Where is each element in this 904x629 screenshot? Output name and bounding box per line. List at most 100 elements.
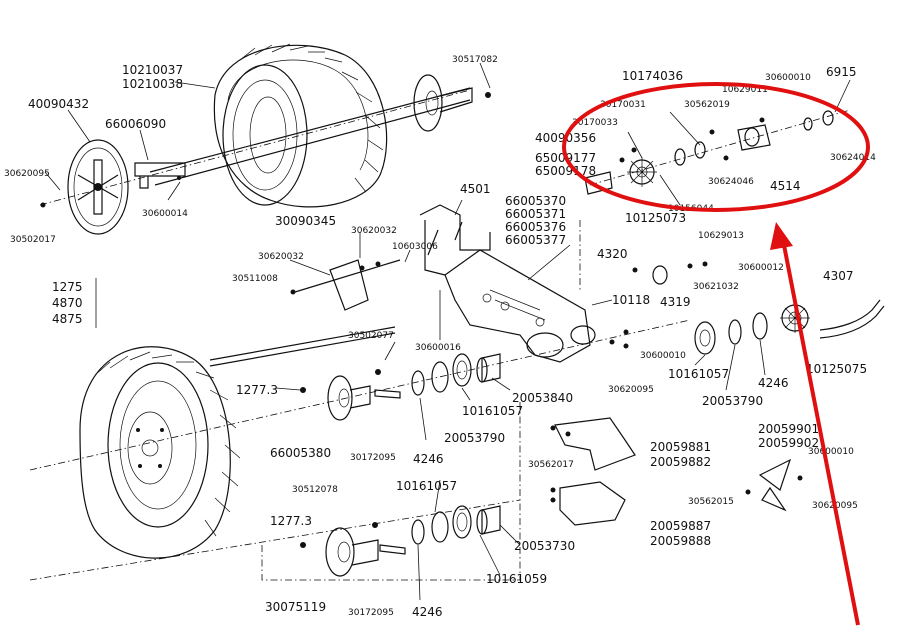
label-30600010-b: 30600010 bbox=[640, 351, 686, 361]
label-30621032: 30621032 bbox=[693, 282, 739, 292]
bracket-20059887 bbox=[550, 481, 626, 526]
label-4870: 4870 bbox=[52, 296, 83, 310]
axle-top bbox=[39, 87, 471, 208]
cover-30090345 bbox=[329, 259, 369, 311]
label-30620032: 30620032 bbox=[351, 226, 397, 236]
label-10118: 10118 bbox=[612, 293, 650, 307]
highlight-arrow bbox=[781, 239, 860, 626]
label-30502077: 30502077 bbox=[348, 331, 394, 341]
label-30562019: 30562019 bbox=[684, 100, 730, 110]
rod-30502077 bbox=[209, 326, 396, 367]
label-10210037: 10210037 bbox=[122, 63, 183, 77]
label-20059888: 20059888 bbox=[650, 534, 711, 548]
label-30090345: 30090345 bbox=[275, 214, 336, 228]
label-20053730: 20053730 bbox=[514, 539, 575, 553]
dash-frame-lines bbox=[261, 220, 581, 581]
label-20059902: 20059902 bbox=[758, 436, 819, 450]
assembly-gearbox bbox=[584, 109, 851, 195]
label-30511008: 30511008 bbox=[232, 274, 278, 284]
label-1277-3-a: 1277.3 bbox=[236, 383, 278, 397]
label-30512078: 30512078 bbox=[292, 485, 338, 495]
label-66005377: 66005377 bbox=[505, 233, 566, 247]
label-30624046: 30624046 bbox=[708, 177, 754, 187]
bearings-right bbox=[609, 261, 768, 355]
label-30600010-c: 30600010 bbox=[808, 447, 854, 457]
leader-lines bbox=[44, 62, 851, 601]
label-40090432: 40090432 bbox=[28, 97, 89, 111]
label-30620032-b: 30620032 bbox=[258, 252, 304, 262]
label-20059882: 20059882 bbox=[650, 455, 711, 469]
label-20059881: 20059881 bbox=[650, 440, 711, 454]
label-30502017: 30502017 bbox=[10, 235, 56, 245]
bearings-lower bbox=[411, 505, 501, 545]
label-30620095-b: 30620095 bbox=[608, 385, 654, 395]
chain-4307 bbox=[819, 299, 885, 339]
bearings-upper bbox=[411, 353, 501, 396]
label-10629011: 10629011 bbox=[722, 85, 768, 95]
hub-30075119 bbox=[300, 522, 379, 577]
label-4501: 4501 bbox=[460, 182, 491, 196]
label-4246-c: 4246 bbox=[412, 605, 443, 619]
label-4319: 4319 bbox=[660, 295, 691, 309]
label-10125073: 10125073 bbox=[625, 211, 686, 225]
label-30562017: 30562017 bbox=[528, 460, 574, 470]
axle-center bbox=[29, 319, 691, 581]
label-30600014: 30600014 bbox=[142, 209, 188, 219]
label-6915: 6915 bbox=[826, 65, 857, 79]
label-10161057-b: 10161057 bbox=[668, 367, 729, 381]
label-30600010: 30600010 bbox=[765, 73, 811, 83]
label-10603006: 10603006 bbox=[392, 242, 438, 252]
bracket-20059881 bbox=[550, 417, 636, 471]
label-4246-a: 4246 bbox=[758, 376, 789, 390]
label-4246-b: 4246 bbox=[413, 452, 444, 466]
top-wheel bbox=[213, 43, 388, 208]
fan-20059901 bbox=[745, 458, 803, 512]
label-4307: 4307 bbox=[823, 269, 854, 283]
label-10161057-a: 10161057 bbox=[462, 404, 523, 418]
label-66005371: 66005371 bbox=[505, 207, 566, 221]
label-30172095-a: 30172095 bbox=[350, 453, 396, 463]
label-4514: 4514 bbox=[770, 179, 801, 193]
label-30624014: 30624014 bbox=[830, 153, 876, 163]
highlight-arrow-head bbox=[770, 222, 793, 250]
label-66005376: 66005376 bbox=[505, 220, 566, 234]
long-bolt-30511008 bbox=[290, 259, 401, 295]
hub-66005380 bbox=[300, 369, 381, 421]
label-20053790-b: 20053790 bbox=[444, 431, 505, 445]
label-30600012: 30600012 bbox=[738, 263, 784, 273]
pin-30172095-b bbox=[379, 544, 406, 555]
spring-4501 bbox=[427, 221, 463, 256]
label-20053840: 20053840 bbox=[512, 391, 573, 405]
pin-30172095-a bbox=[374, 389, 401, 399]
label-30170033: 30170033 bbox=[572, 118, 618, 128]
label-1277-3-b: 1277.3 bbox=[270, 514, 312, 528]
label-10174036: 10174036 bbox=[622, 69, 683, 83]
highlight-ellipse bbox=[562, 82, 870, 212]
part-labels: 10210037 10210038 30517082 40090432 6600… bbox=[4, 55, 876, 619]
label-66005380: 66005380 bbox=[270, 446, 331, 460]
label-66005370: 66005370 bbox=[505, 194, 566, 208]
label-66006090: 66006090 bbox=[105, 117, 166, 131]
label-20059887: 20059887 bbox=[650, 519, 711, 533]
label-30600016: 30600016 bbox=[415, 343, 461, 353]
hub-cap-40090432 bbox=[67, 139, 129, 235]
label-20059901: 20059901 bbox=[758, 422, 819, 436]
label-4320: 4320 bbox=[597, 247, 628, 261]
large-wheel-1275 bbox=[79, 346, 241, 559]
label-10161057-c: 10161057 bbox=[396, 479, 457, 493]
label-10210038: 10210038 bbox=[122, 77, 183, 91]
label-30170031: 30170031 bbox=[600, 100, 646, 110]
hub-flange-30517082 bbox=[413, 74, 491, 132]
highlight-annotation bbox=[562, 82, 870, 626]
label-10125075: 10125075 bbox=[806, 362, 867, 376]
label-1275: 1275 bbox=[52, 280, 83, 294]
label-30172095-b: 30172095 bbox=[348, 608, 394, 618]
label-30620095: 30620095 bbox=[4, 169, 50, 179]
label-10161059: 10161059 bbox=[486, 572, 547, 586]
label-30075119: 30075119 bbox=[265, 600, 326, 614]
label-30517082: 30517082 bbox=[452, 55, 498, 65]
label-20053790-a: 20053790 bbox=[702, 394, 763, 408]
label-65009178: 65009178 bbox=[535, 164, 596, 178]
label-4875: 4875 bbox=[52, 312, 83, 326]
